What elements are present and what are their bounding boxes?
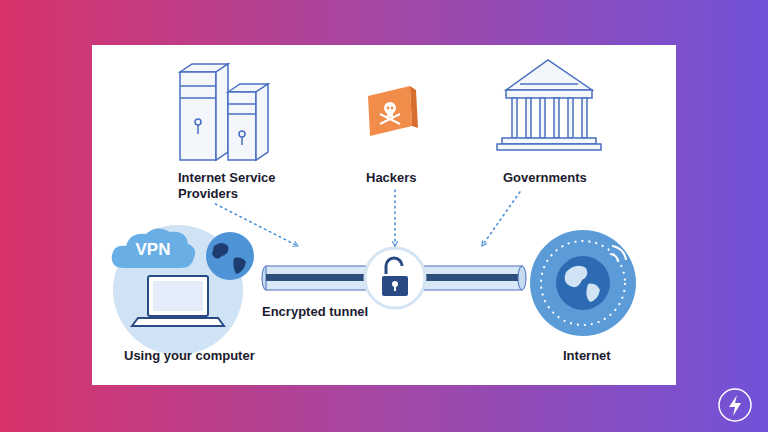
hacker-flag-icon <box>368 86 418 136</box>
internet-circle: Internet <box>528 228 640 368</box>
provider-label-box: Internet Service Providers <box>170 62 300 204</box>
computer-circle: Using your computer VPN <box>108 222 258 368</box>
node-label: Encrypted tunnel <box>262 304 462 320</box>
node-label: Governments <box>503 170 602 186</box>
node-label: Internet <box>563 348 640 364</box>
hacker-label-box: Hackers <box>360 80 430 190</box>
internet-globe <box>530 230 636 336</box>
node-label: Using your computer <box>124 348 258 364</box>
tunnel-tube <box>262 248 526 308</box>
node-label: Hackers <box>366 170 430 186</box>
government-label-box: Governments <box>498 52 602 192</box>
government-icon <box>497 60 601 150</box>
node-label: Internet Service Providers <box>178 170 296 202</box>
dotted-connector <box>394 190 396 246</box>
computer-illustration <box>112 225 254 355</box>
white-panel <box>92 45 676 385</box>
encrypted-tunnel: Encrypted tunnel <box>262 246 526 322</box>
dotted-connector <box>482 192 520 246</box>
dotted-connector <box>216 204 298 246</box>
server-icon <box>180 64 268 160</box>
cloud-label: VPN <box>112 232 194 268</box>
bolt-badge <box>719 389 751 421</box>
vpn-cloud: VPN <box>112 232 194 268</box>
